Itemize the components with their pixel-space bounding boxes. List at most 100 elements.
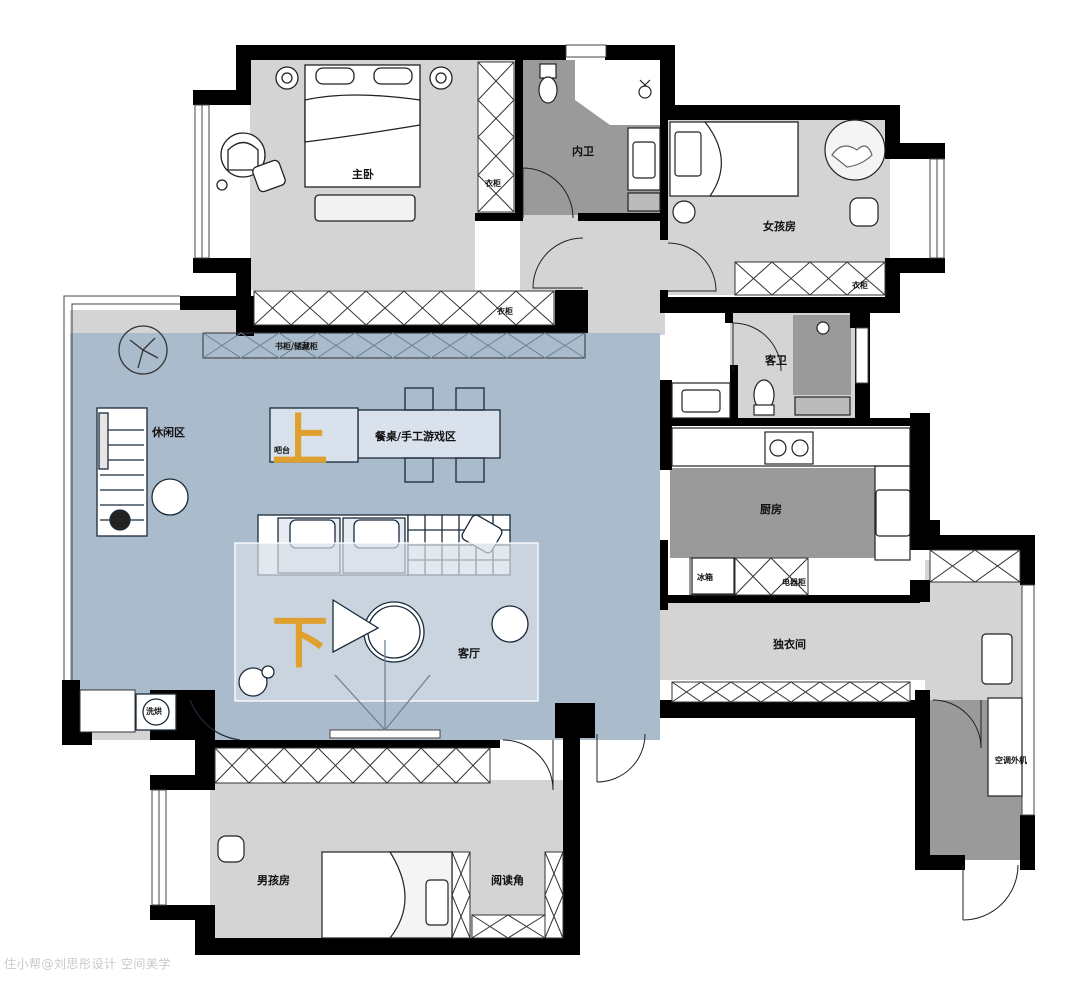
pouf <box>238 667 268 697</box>
label-kitchen: 厨房 <box>760 502 782 516</box>
label-reading-corner: 阅读角 <box>491 873 524 887</box>
wall <box>660 290 668 313</box>
label-wardrobe-master: 衣柜 <box>485 178 501 188</box>
coffee-table <box>363 601 425 663</box>
kitchen-fixtures <box>671 427 911 595</box>
wall <box>62 680 80 745</box>
side-table <box>491 605 529 643</box>
cabinet <box>202 332 586 359</box>
wall <box>660 45 675 115</box>
wall <box>730 365 738 420</box>
living-furniture <box>96 325 539 741</box>
wall <box>563 738 580 955</box>
chair <box>455 387 485 411</box>
wall <box>210 740 500 748</box>
east-fixtures <box>981 633 1023 797</box>
chair <box>455 457 485 483</box>
side-table <box>151 478 189 516</box>
label-upper: 上 <box>272 409 328 474</box>
bar-counter <box>269 407 359 463</box>
label-corridor: 独衣间 <box>772 637 806 651</box>
cabinets <box>79 61 1021 939</box>
wall <box>578 213 663 221</box>
label-lower: 下 <box>272 611 328 676</box>
label-leisure-area: 休闲区 <box>151 425 185 439</box>
wall <box>555 703 595 738</box>
labels: 主卧 内卫 女孩房 客卫 休闲区 餐桌/手工游戏区 吧台 客厅 厨房 独衣间 男… <box>146 144 1027 887</box>
wall <box>915 690 930 870</box>
window <box>329 729 441 739</box>
watermark: 住小帮@刘思彤设计 空间美学 <box>4 957 171 971</box>
door <box>667 242 717 292</box>
counter-side <box>874 465 911 561</box>
wall <box>885 105 900 145</box>
doors <box>502 167 1019 921</box>
wall <box>195 740 215 780</box>
wall <box>660 120 668 240</box>
pillow <box>315 67 355 85</box>
door <box>502 739 554 791</box>
wall <box>665 297 900 313</box>
label-island: 吧台 <box>274 445 290 455</box>
door <box>732 322 782 372</box>
cabinet <box>544 851 564 939</box>
label-daughter-room: 女孩房 <box>763 219 796 233</box>
label-ensuite-bath: 内卫 <box>572 144 594 158</box>
label-wardrobe-girl: 衣柜 <box>852 280 868 290</box>
label-fridge: 冰箱 <box>697 572 713 582</box>
stool <box>672 200 696 224</box>
wall <box>1020 535 1035 585</box>
master-furniture <box>216 64 453 222</box>
label-guest-bath: 客卫 <box>764 353 787 367</box>
label-living-room: 客厅 <box>457 646 480 660</box>
label-wardrobe-corridor: 衣柜 <box>497 306 513 316</box>
wall <box>193 90 251 105</box>
cabinet <box>734 261 886 296</box>
boy-furniture <box>217 835 453 939</box>
window <box>565 44 607 58</box>
wall <box>925 535 1035 550</box>
window <box>855 327 869 384</box>
cabinet <box>451 851 471 939</box>
bed-rug <box>314 194 416 222</box>
wall <box>236 45 566 60</box>
bench <box>981 633 1013 685</box>
window <box>1021 584 1035 816</box>
wall <box>885 143 945 159</box>
wall <box>555 290 588 333</box>
door <box>596 733 646 783</box>
wall <box>62 732 92 745</box>
toilet-bowl <box>538 76 558 104</box>
cabinet <box>929 549 1021 583</box>
wall <box>605 45 675 60</box>
door <box>932 699 982 749</box>
girl-furniture <box>669 119 886 227</box>
desk-chair <box>849 197 879 227</box>
label-dining-craft: 餐桌/手工游戏区 <box>374 429 456 443</box>
wall <box>150 775 215 790</box>
cabinet <box>79 689 136 733</box>
kitchen-island <box>670 468 875 558</box>
door <box>962 864 1019 921</box>
door <box>532 237 584 289</box>
wall <box>180 296 250 310</box>
chair <box>404 387 434 411</box>
label-ac-unit: 空调外机 <box>995 755 1027 765</box>
wall <box>250 325 585 333</box>
corridor-floor <box>660 600 925 680</box>
label-bookshelf: 书柜/储藏柜 <box>275 341 318 351</box>
guest-bath-fixtures <box>671 321 851 419</box>
wall <box>660 700 920 718</box>
label-boy-room: 男孩房 <box>257 873 290 887</box>
windows <box>63 44 1035 906</box>
ottoman <box>252 159 286 193</box>
sink <box>875 489 911 537</box>
wall <box>660 595 920 603</box>
plant <box>118 325 168 375</box>
ensuite-fixtures <box>538 63 661 212</box>
cabinet <box>671 681 911 703</box>
wall <box>475 213 523 221</box>
wall <box>195 938 580 955</box>
wall <box>660 105 900 120</box>
